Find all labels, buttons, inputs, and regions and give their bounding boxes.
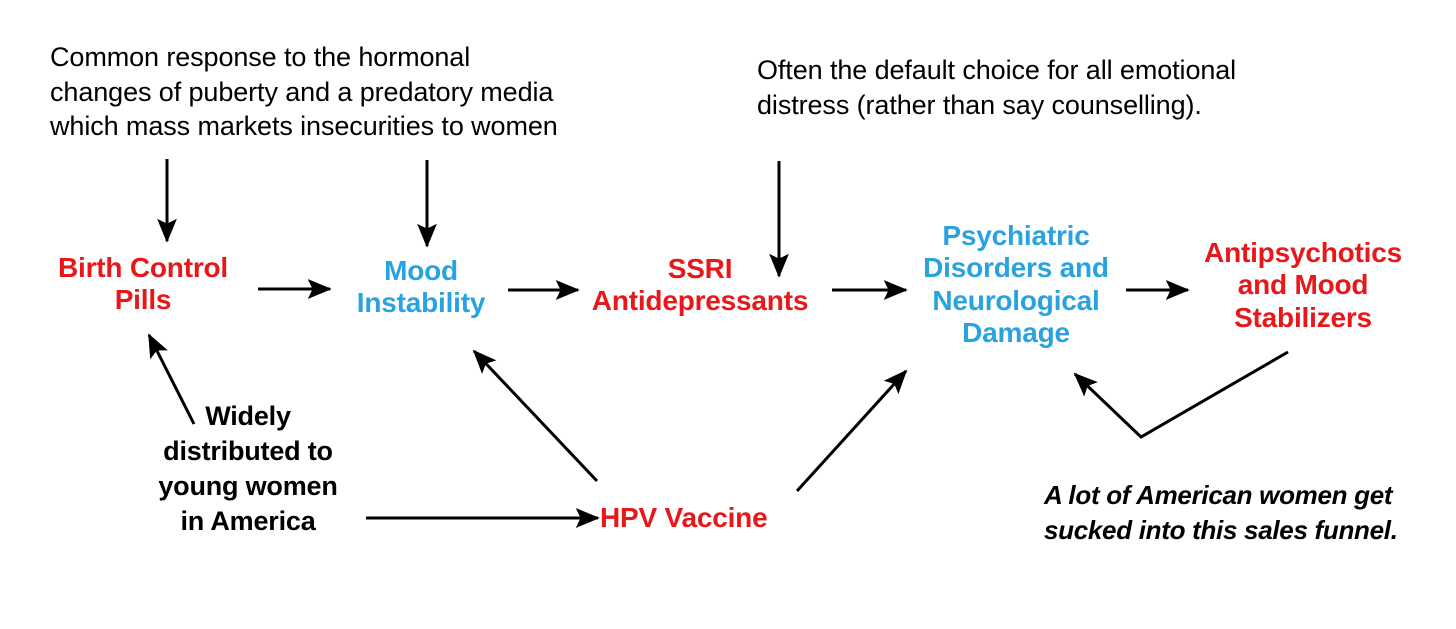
node-ssri-antidepressants[interactable]: SSRI Antidepressants <box>591 253 809 317</box>
node-hpv-vaccine[interactable]: HPV Vaccine <box>600 502 768 533</box>
node-psychiatric-disorders[interactable]: Psychiatric Disorders and Neurological D… <box>923 220 1109 349</box>
edge-hpv-to-mood <box>472 349 599 483</box>
annotation-top-right: Often the default choice for all emotion… <box>757 55 1237 120</box>
node-mood-instability[interactable]: Mood Instability <box>356 255 486 319</box>
node-antipsychotics[interactable]: Antipsychotics and Mood Stabilizers <box>1204 237 1402 333</box>
annotation-sales-funnel: A lot of American women get sucked into … <box>1044 480 1398 545</box>
node-birth-control-pills[interactable]: Birth Control Pills <box>57 252 229 316</box>
edge-antipsychotics-to-psychiatric <box>1073 350 1289 439</box>
annotation-widely-distributed: Widely distributed to young women in Ame… <box>158 401 338 537</box>
edge-hpv-to-psychiatric <box>795 369 908 493</box>
annotation-top-left: Common response to the hormonal changes … <box>50 42 558 142</box>
